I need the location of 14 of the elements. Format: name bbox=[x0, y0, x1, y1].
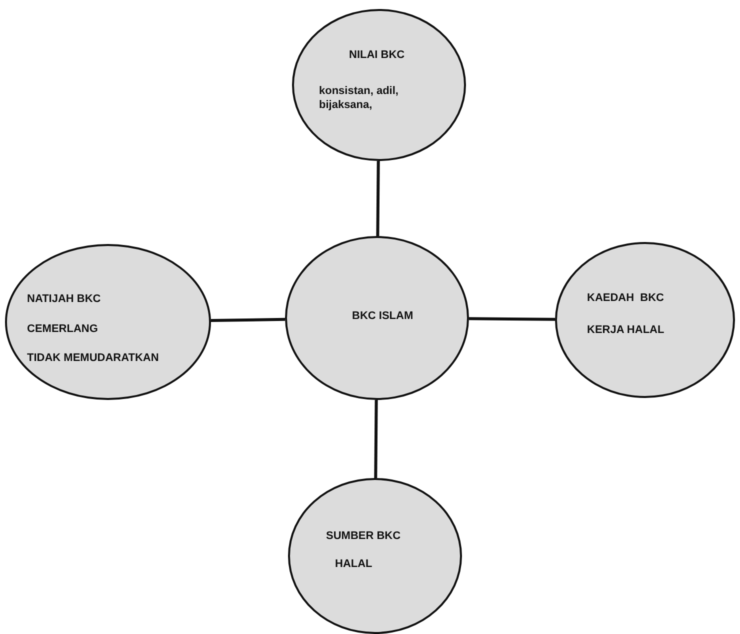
node-text: HALAL bbox=[335, 558, 372, 572]
node-text: CEMERLANG bbox=[27, 323, 98, 337]
connector-line bbox=[468, 317, 556, 321]
node-title: SUMBER BKC bbox=[326, 530, 401, 544]
node-title: BKC ISLAM bbox=[352, 310, 414, 324]
node-title: NATIJAH BKC bbox=[27, 293, 101, 307]
node-title: KAEDAH BKC bbox=[587, 292, 664, 306]
connector-line bbox=[374, 400, 378, 478]
connector-line bbox=[210, 318, 286, 322]
connector-line bbox=[376, 160, 380, 236]
node-text: TIDAK MEMUDARATKAN bbox=[27, 352, 159, 366]
node-text: konsistan, adil, bijaksana, bbox=[319, 85, 400, 112]
node-text: KERJA HALAL bbox=[587, 324, 664, 338]
node-title: NILAI BKC bbox=[349, 49, 406, 63]
